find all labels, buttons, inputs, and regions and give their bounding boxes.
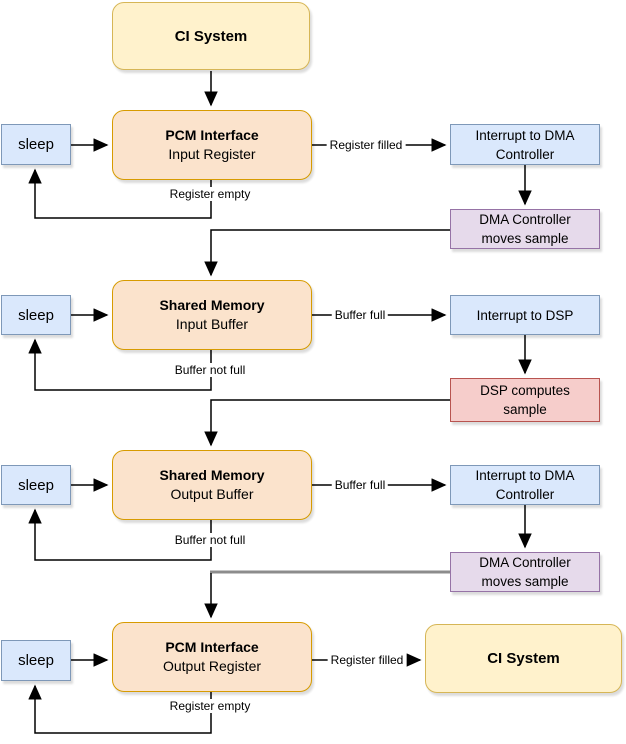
node-shared-memory-output-buffer: Shared Memory Output Buffer (112, 450, 312, 520)
node-subtitle: Input Register (168, 146, 256, 162)
node-sleep-1: sleep (1, 124, 71, 165)
node-subtitle: Output Buffer (170, 486, 254, 502)
node-dma-controller-moves-sample-2: DMA Controller moves sample (450, 552, 600, 592)
node-title: Shared Memory (159, 297, 265, 313)
node-label: Interrupt to DSP (476, 307, 574, 323)
node-label: sleep (18, 136, 54, 153)
node-line2: sample (503, 402, 547, 417)
node-line2: moves sample (481, 231, 569, 246)
edge-label-buffer-full-1: Buffer full (331, 308, 389, 322)
node-label: sleep (18, 306, 54, 324)
node-interrupt-to-dsp: Interrupt to DSP (450, 295, 600, 335)
edge-label-register-empty-1: Register empty (166, 187, 254, 201)
node-line2: Controller (495, 146, 555, 162)
node-dma-controller-moves-sample-1: DMA Controller moves sample (450, 209, 600, 249)
node-title: PCM Interface (165, 639, 259, 655)
node-line2: Controller (495, 487, 555, 502)
edge-label-register-empty-2: Register empty (166, 699, 254, 713)
node-label: CI System (174, 27, 248, 45)
node-dsp-computes-sample: DSP computes sample (450, 378, 600, 422)
edge-label-register-filled-1: Register filled (326, 138, 406, 152)
edge-label-buffer-not-full-1: Buffer not full (171, 363, 249, 377)
node-title: Shared Memory (159, 467, 265, 483)
node-interrupt-to-dma-controller-1: Interrupt to DMA Controller (450, 124, 600, 165)
edge-label-buffer-full-2: Buffer full (331, 478, 389, 492)
node-interrupt-to-dma-controller-2: Interrupt to DMA Controller (450, 465, 600, 505)
node-label: CI System (487, 650, 560, 667)
node-line1: DSP computes (480, 383, 570, 398)
node-subtitle: Input Buffer (175, 316, 249, 332)
node-pcm-interface-input-register: PCM Interface Input Register (112, 110, 312, 180)
node-line1: Interrupt to DMA (475, 468, 575, 483)
edge-label-buffer-not-full-2: Buffer not full (171, 533, 249, 547)
node-ci-system-bottom: CI System (425, 624, 622, 693)
node-label: sleep (18, 476, 54, 494)
node-line1: Interrupt to DMA (475, 127, 575, 143)
node-sleep-4: sleep (1, 640, 71, 681)
node-pcm-interface-output-register: PCM Interface Output Register (112, 622, 312, 692)
node-title: PCM Interface (165, 127, 259, 143)
node-label: sleep (18, 652, 54, 669)
node-line1: DMA Controller (479, 555, 571, 570)
node-sleep-2: sleep (1, 295, 71, 335)
node-line2: moves sample (481, 574, 569, 589)
node-ci-system-top: CI System (112, 2, 310, 70)
edge-label-register-filled-2: Register filled (327, 653, 407, 667)
node-subtitle: Output Register (162, 658, 262, 674)
node-line1: DMA Controller (479, 212, 571, 227)
node-shared-memory-input-buffer: Shared Memory Input Buffer (112, 280, 312, 350)
node-sleep-3: sleep (1, 465, 71, 505)
